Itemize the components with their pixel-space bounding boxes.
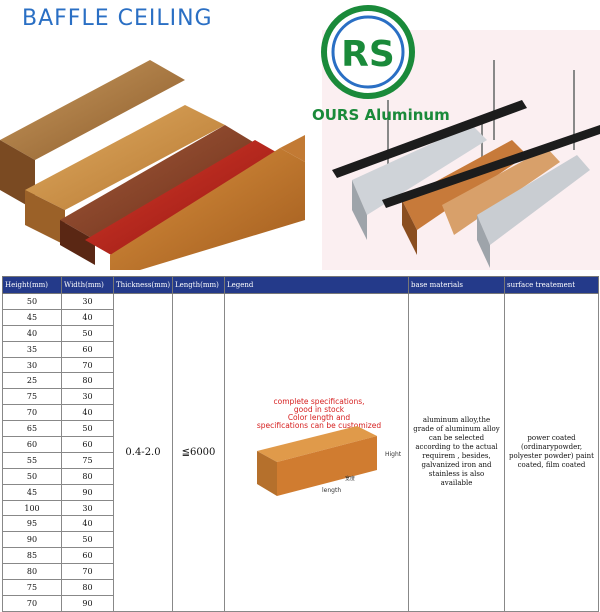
table-header-row: Height(mm) Width(mm) Thickness(mm) Lengt… (2, 276, 599, 294)
width-cell: 60 (61, 340, 114, 358)
width-cell: 40 (61, 308, 114, 326)
height-cell: 75 (2, 388, 62, 406)
width-cell: 80 (61, 467, 114, 485)
height-cell: 90 (2, 531, 62, 549)
width-cell: 30 (61, 293, 114, 310)
height-cell: 55 (2, 451, 62, 469)
height-cell: 100 (2, 499, 62, 517)
legend-caption-line: complete specifications, (273, 397, 364, 406)
width-cell: 40 (61, 515, 114, 533)
legend-caption-line: specifications can be customized (256, 421, 380, 430)
width-cell: 80 (61, 372, 114, 390)
height-cell: 40 (2, 324, 62, 342)
surface-treatment-cell: power coated (ordinarypowder, polyester … (504, 293, 599, 612)
legend-width-label: 宽度 (345, 475, 355, 482)
height-cell: 65 (2, 420, 62, 438)
header-base-materials: base materials (408, 276, 505, 294)
width-cell: 60 (61, 436, 114, 453)
thickness-cell: 0.4-2.0 (113, 293, 173, 612)
height-cell: 80 (2, 563, 62, 581)
logo-letters: RS (341, 34, 395, 75)
height-cell: 45 (2, 483, 62, 501)
legend-length-label: length (322, 487, 341, 494)
width-cell: 40 (61, 404, 114, 422)
width-cell: 90 (61, 594, 114, 612)
legend-baffle-top (256, 426, 377, 463)
width-cell: 30 (61, 499, 114, 517)
header-surface-treatment: surface treatement (504, 276, 599, 294)
header-legend: Legend (224, 276, 409, 294)
header-thickness: Thickness(mm) (113, 276, 173, 294)
baffle-product-image (0, 60, 305, 270)
width-cell: 75 (61, 451, 114, 469)
header-width: Width(mm) (61, 276, 114, 294)
height-cell: 70 (2, 404, 62, 422)
width-cell: 30 (61, 388, 114, 406)
height-cell: 30 (2, 356, 62, 374)
height-cell: 70 (2, 594, 62, 612)
width-cell: 60 (61, 547, 114, 565)
height-cell: 45 (2, 308, 62, 326)
height-cell: 25 (2, 372, 62, 390)
brand-name: OURS Aluminum (312, 106, 450, 124)
legend-baffle-front (276, 436, 377, 497)
height-cell: 95 (2, 515, 62, 533)
suspension-system-illustration (332, 60, 600, 268)
page-title: BAFFLE CEILING (22, 6, 213, 31)
width-cell: 50 (61, 324, 114, 342)
legend-baffle-side (256, 451, 277, 497)
width-cell: 50 (61, 531, 114, 549)
header-length: Length(mm) (172, 276, 225, 294)
spec-table: Height(mm) Width(mm) Thickness(mm) Lengt… (2, 276, 599, 612)
base-materials-cell: aluminum alloy,the grade of aluminum all… (408, 293, 505, 612)
height-cell: 75 (2, 579, 62, 596)
legend-caption-line: good in stock (293, 405, 344, 414)
height-cell: 60 (2, 436, 62, 453)
rs-logo: RS (321, 5, 415, 99)
height-cell: 50 (2, 293, 62, 310)
height-cell: 50 (2, 467, 62, 485)
width-cell: 90 (61, 483, 114, 501)
width-cell: 70 (61, 356, 114, 374)
legend-cell: complete specifications, good in stock C… (224, 293, 409, 612)
height-cell: 85 (2, 547, 62, 565)
width-cell: 70 (61, 563, 114, 581)
legend-illustration: complete specifications, good in stock C… (256, 397, 402, 497)
length-cell: ≦6000 (172, 293, 225, 612)
legend-caption-line: Color length and (287, 413, 350, 422)
height-cell: 35 (2, 340, 62, 358)
legend-height-label: Hight (385, 451, 402, 458)
width-cell: 80 (61, 579, 114, 596)
width-cell: 50 (61, 420, 114, 438)
header-height: Height(mm) (2, 276, 62, 294)
